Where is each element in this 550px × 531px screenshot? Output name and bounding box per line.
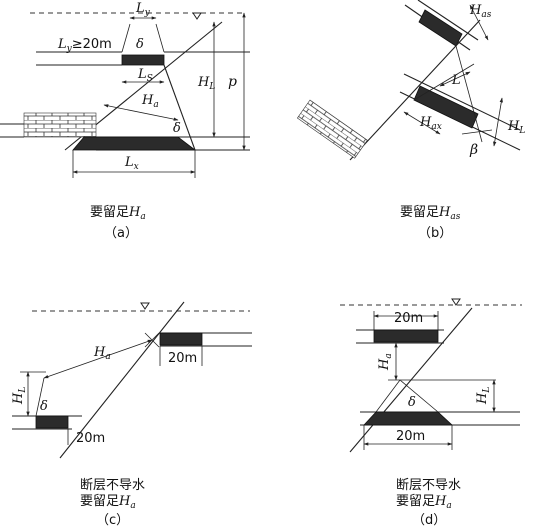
caption-tag-b: （b） <box>418 226 452 241</box>
caption-c-line1: 断层不导水 <box>80 478 145 493</box>
water-level-icon <box>192 12 202 20</box>
label-l: L <box>451 73 461 88</box>
caption-tag-c: （c） <box>96 513 129 528</box>
upper-coal-seam <box>159 332 203 346</box>
label-20m-top: 20m <box>394 311 423 326</box>
label-beta: β <box>469 142 478 158</box>
label-has: Has <box>469 3 492 20</box>
label-delta: δ <box>40 399 48 414</box>
label-ha: Ha <box>377 353 394 371</box>
lower-coal-seam <box>35 415 69 429</box>
label-hl: HL <box>507 119 525 136</box>
label-20m-bottom: 20m <box>76 431 105 446</box>
label-ly-rule: Ly≥20m <box>57 37 112 54</box>
label-ls: LS <box>137 67 153 84</box>
label-delta-bottom: δ <box>173 121 181 136</box>
label-ha: Ha <box>93 345 111 362</box>
panel-c: Ha HL δ 20m 20m 断层不导水 要留足Ha （c） <box>11 301 252 528</box>
fault-line <box>59 301 185 459</box>
panel-b: Has L Hax HL β 要留足Has （b） <box>296 0 525 241</box>
panel-a: Ly Ly≥20m δ LS Ha HL p δ Lx 要留足Ha （a） <box>0 1 250 241</box>
fault-line <box>349 19 481 161</box>
caption-tag-a: （a） <box>104 226 138 241</box>
label-lx: Lx <box>124 155 139 172</box>
label-hl: HL <box>475 387 492 405</box>
label-hl: HL <box>197 75 215 92</box>
caption-a: 要留足Ha <box>90 205 146 222</box>
caption-tag-d: （d） <box>412 513 446 528</box>
caption-d-line1: 断层不导水 <box>396 478 461 493</box>
label-20m-bottom: 20m <box>396 429 425 444</box>
label-ha: Ha <box>141 93 159 110</box>
label-p: p <box>228 74 237 90</box>
caption-c: 要留足Ha <box>80 494 136 511</box>
brick-wall <box>23 112 97 138</box>
lower-coal-seam <box>72 136 197 151</box>
label-delta: δ <box>408 395 416 410</box>
label-delta-top: δ <box>136 37 144 52</box>
lower-coal-seam <box>413 85 479 129</box>
panel-d: 20m Ha δ HL 20m 断层不导水 要留足Ha （d） <box>340 298 522 528</box>
caption-d: 要留足Ha <box>396 494 452 511</box>
lower-coal-seam <box>363 411 454 426</box>
upper-coal-seam <box>373 329 439 343</box>
water-level-icon <box>140 302 150 310</box>
caption-b: 要留足Has <box>400 205 461 222</box>
label-ly: Ly <box>135 1 151 18</box>
water-level-icon <box>451 298 461 306</box>
label-20m-top: 20m <box>168 351 197 366</box>
upper-coal-seam <box>121 54 165 66</box>
brick-wall <box>296 99 368 159</box>
label-hl: HL <box>11 387 28 405</box>
label-hax: Hax <box>419 115 442 132</box>
